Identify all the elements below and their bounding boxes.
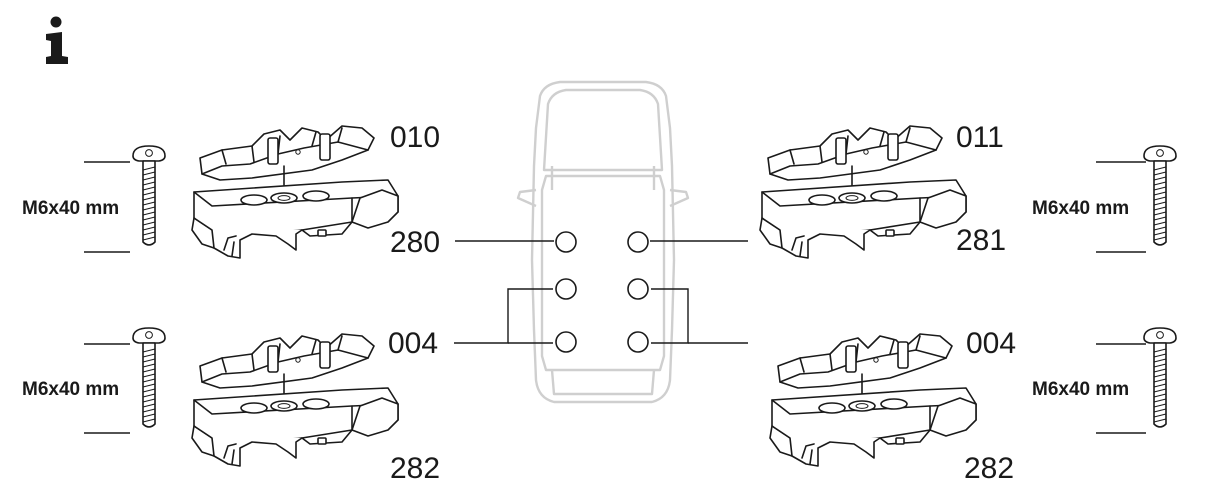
mount-points [555, 231, 649, 353]
mount-point-mid-right [627, 278, 649, 300]
bolt-label: M6x40 mm [22, 198, 119, 219]
part-number-rear-left-foot: 282 [390, 452, 440, 485]
part-number-front-left-foot: 280 [390, 226, 440, 259]
bolt-icon [132, 145, 166, 246]
bolt-icon [1143, 327, 1177, 428]
foot-assembly-front-right [759, 125, 967, 259]
bolt-icon [1143, 145, 1177, 246]
bolt-label: M6x40 mm [1032, 198, 1129, 219]
mount-point-front-left [555, 231, 577, 253]
mount-point-rear-left [555, 331, 577, 353]
part-number-rear-right-foot: 282 [964, 452, 1014, 485]
foot-assembly-rear-right [769, 333, 977, 467]
leader-lines [84, 161, 1146, 434]
part-number-front-right-pad: 011 [956, 121, 1004, 154]
foot-assembly-front-left [191, 125, 399, 259]
mount-point-front-right [627, 231, 649, 253]
foot-assembly-rear-left [191, 333, 399, 467]
bolt-icon [132, 327, 166, 428]
mount-point-mid-left [555, 278, 577, 300]
info-icon [46, 16, 68, 64]
bolt-label: M6x40 mm [1032, 379, 1129, 400]
part-number-front-left-pad: 010 [390, 121, 440, 154]
part-number-front-right-foot: 281 [956, 224, 1006, 257]
part-number-rear-right-pad: 004 [966, 327, 1016, 360]
bolt-label: M6x40 mm [22, 379, 119, 400]
car-outline [516, 80, 690, 404]
mount-point-rear-right [627, 331, 649, 353]
part-number-rear-left-pad: 004 [388, 327, 438, 360]
